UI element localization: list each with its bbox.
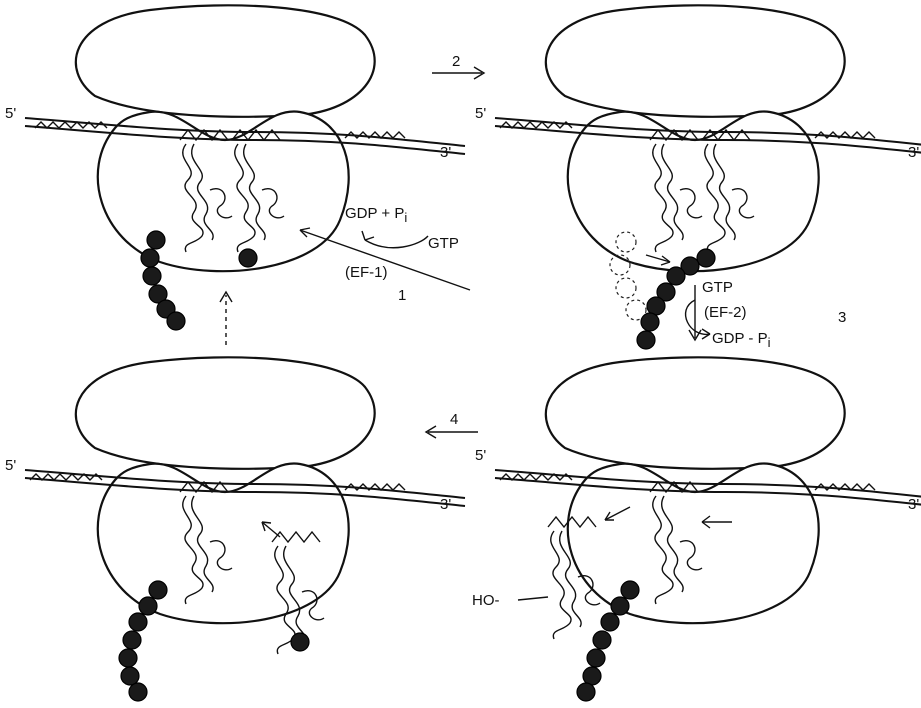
panel-2: 5' 3' GTP (EF-2) GDP - Pi 3 <box>475 5 921 350</box>
ef1-label: (EF-1) <box>345 264 388 281</box>
five-prime-label: 5' <box>5 105 16 122</box>
step-4-arrow: 4 <box>426 411 478 438</box>
ef2-label: (EF-2) <box>704 304 747 321</box>
five-prime-label-2: 5' <box>475 105 486 122</box>
gtp-label: GTP <box>428 235 459 252</box>
three-prime-label-3: 3' <box>440 496 451 513</box>
panel-1: 5' 3' GDP + Pi GTP (EF-1) 1 <box>5 5 470 345</box>
gdp-minus-pi-label: GDP - Pi <box>712 330 771 350</box>
ho-label: HO- <box>472 592 500 609</box>
step-4-label: 4 <box>450 411 458 428</box>
five-prime-label-4: 5' <box>475 447 486 464</box>
gtp-label-2: GTP <box>702 279 733 296</box>
step-2-label: 2 <box>452 53 460 70</box>
step-2-arrow: 2 <box>432 53 484 79</box>
three-prime-label: 3' <box>440 144 451 161</box>
five-prime-label-3: 5' <box>5 457 16 474</box>
panel-4: 5' 3' <box>5 357 465 701</box>
three-prime-label-2: 3' <box>908 144 919 161</box>
three-prime-label-4: 3' <box>908 496 919 513</box>
step-3-label: 3 <box>838 309 846 326</box>
panel-3: 5' 3' HO- <box>472 357 921 701</box>
gdp-pi-label: GDP + Pi <box>345 205 407 225</box>
step-1-label: 1 <box>398 287 406 304</box>
